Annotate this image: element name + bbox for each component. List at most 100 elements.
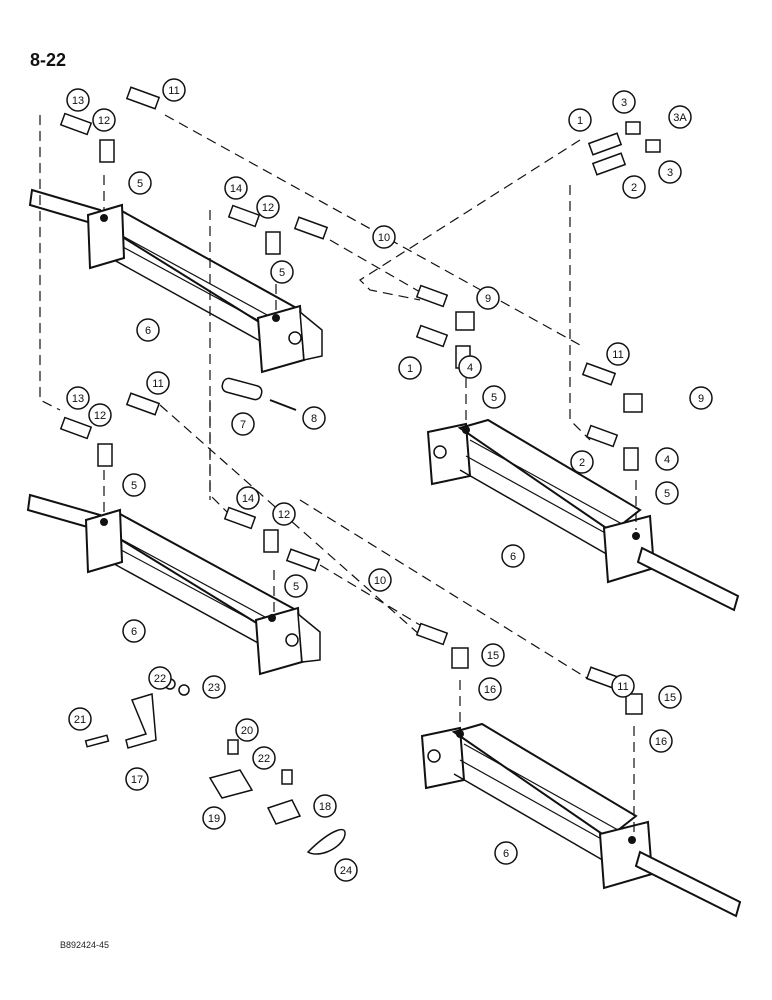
callout-26: 5 [122,473,146,497]
callout-22: 8 [302,406,326,430]
callout-9: 2 [622,175,646,199]
callout-label: 8 [311,413,317,425]
callout-label: 6 [145,325,151,337]
callout-43: 21 [68,707,92,731]
callout-label: 11 [612,349,623,361]
callout-label: 14 [242,493,254,505]
callout-circle [501,544,525,568]
callout-circle [272,502,296,526]
callout-47: 19 [202,806,226,830]
callout-circle [482,385,506,409]
callout-label: 12 [94,410,106,422]
callout-circle [148,666,172,690]
hydraulic-cylinder-middle-right [426,418,740,612]
callout-31: 12 [272,502,296,526]
callout-circle [202,675,226,699]
callout-15: 6 [136,318,160,342]
callout-circle [202,806,226,830]
hydraulic-cylinder-lower-left [26,493,321,676]
callout-label: 11 [168,85,179,97]
callout-circle [655,447,679,471]
callout-label: 2 [631,182,637,194]
hydraulic-cylinder-lower-right [420,722,742,918]
callout-40: 16 [649,729,673,753]
callout-label: 19 [208,813,220,825]
callout-circle [88,403,112,427]
callout-label: 22 [258,753,270,765]
callout-label: 16 [484,684,496,696]
callout-circle [66,386,90,410]
callout-label: 9 [485,293,491,305]
callout-label: 20 [241,725,253,737]
callout-circle [476,286,500,310]
callout-50: 6 [494,841,518,865]
callout-27: 2 [570,450,594,474]
callout-circle [334,858,358,882]
callout-label: 10 [374,575,386,587]
callout-circle [235,718,259,742]
document-code: B892424-45 [60,940,110,950]
callout-25: 12 [88,403,112,427]
callout-circle [658,685,682,709]
callout-24: 11 [146,371,170,395]
callout-38: 11 [611,674,635,698]
callout-label: 11 [617,681,628,693]
callout-circle [568,108,592,132]
callout-label: 5 [279,267,285,279]
callout-label: 23 [208,682,220,694]
callout-5: 1 [568,108,592,132]
callout-32: 5 [284,574,308,598]
callout-44: 17 [125,767,149,791]
callout-circle [655,481,679,505]
callout-label: 15 [487,650,499,662]
callout-label: 7 [240,419,246,431]
callout-label: 24 [340,865,352,877]
callout-label: 4 [467,362,473,374]
callout-circle [368,568,392,592]
callout-circle [231,412,255,436]
callout-16: 1 [398,356,422,380]
callout-48: 18 [313,794,337,818]
callout-13: 5 [270,260,294,284]
callout-circle [284,574,308,598]
callout-37: 16 [478,677,502,701]
callout-1: 13 [66,88,90,112]
callout-circle [224,176,248,200]
callout-label: 5 [131,480,137,492]
callout-21: 7 [231,412,255,436]
callout-label: 10 [378,232,390,244]
callout-4: 5 [128,171,152,195]
callout-8: 3 [658,160,682,184]
hose-routing-lines [39,114,637,836]
callout-label: 3A [673,112,687,124]
callout-circle [146,371,170,395]
callout-circle [236,486,260,510]
callout-36: 15 [481,643,505,667]
callout-label: 12 [262,202,274,214]
callout-label: 22 [154,673,166,685]
callout-label: 6 [131,626,137,638]
callout-17: 4 [458,355,482,379]
callout-circle [649,729,673,753]
callout-label: 13 [72,393,84,405]
callout-circle [128,171,152,195]
callout-label: 3 [667,167,673,179]
callout-circle [66,88,90,112]
callout-circle [612,90,636,114]
callout-circle [478,677,502,701]
callout-circle [398,356,422,380]
callout-label: 14 [230,183,242,195]
callout-49: 24 [334,858,358,882]
callout-41: 22 [148,666,172,690]
callout-label: 11 [152,378,163,390]
callout-circle [689,386,713,410]
callout-circle [122,473,146,497]
callout-label: 18 [319,801,331,813]
callout-2: 11 [162,78,186,102]
callout-label: 6 [503,848,509,860]
callout-circle [125,767,149,791]
callout-20: 9 [689,386,713,410]
callout-label: 12 [98,115,110,127]
